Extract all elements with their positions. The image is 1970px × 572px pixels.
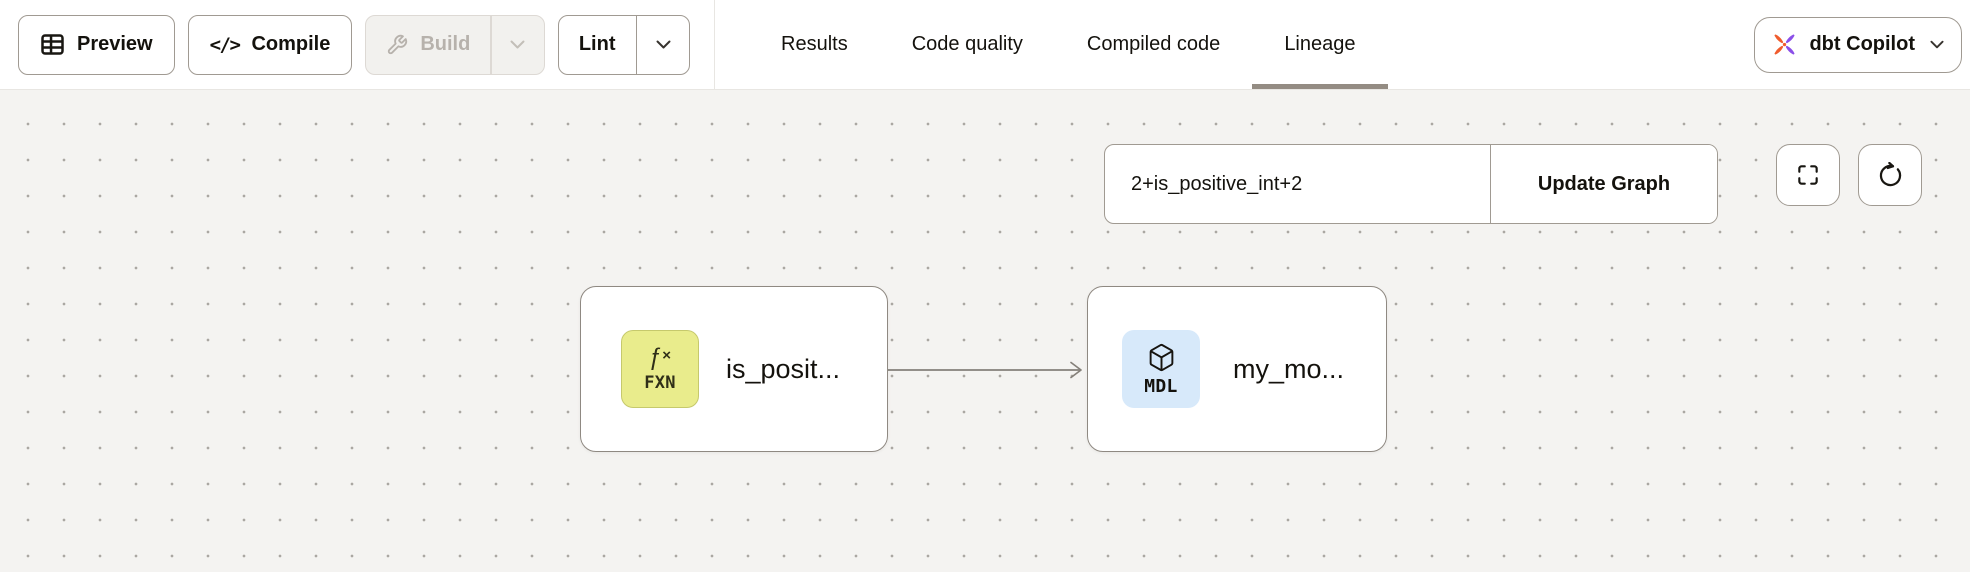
tab-results[interactable]: Results — [781, 33, 848, 55]
lint-split-button: Lint — [557, 14, 690, 75]
build-button-label: Build — [420, 33, 471, 55]
lineage-node-function[interactable]: ƒ× FXN is_posit... — [580, 286, 888, 452]
divider — [490, 15, 492, 74]
model-badge-label: MDL — [1144, 376, 1178, 397]
function-badge: ƒ× FXN — [621, 330, 699, 408]
lineage-node-model[interactable]: MDL my_mo... — [1087, 286, 1387, 452]
refresh-icon — [1877, 161, 1904, 189]
dbt-copilot-label: dbt Copilot — [1809, 33, 1915, 55]
code-icon: </> — [209, 33, 241, 56]
dbt-copilot-icon — [1771, 31, 1798, 58]
chevron-down-icon — [510, 40, 525, 49]
function-badge-label: FXN — [644, 372, 676, 393]
lineage-canvas[interactable]: Update Graph — [0, 90, 1970, 572]
toolbar-button-group: Preview </> Compile Build — [18, 0, 690, 89]
update-graph-button[interactable]: Update Graph — [1491, 145, 1717, 223]
tab-code-quality[interactable]: Code quality — [911, 33, 1023, 55]
lint-button[interactable]: Lint — [559, 16, 636, 74]
compile-button-label: Compile — [251, 33, 331, 55]
refresh-button[interactable] — [1858, 144, 1922, 206]
dbt-copilot-button[interactable]: dbt Copilot — [1754, 16, 1962, 73]
toolbar: Preview </> Compile Build — [0, 0, 1970, 90]
lint-dropdown-button[interactable] — [637, 16, 689, 74]
preview-button[interactable]: Preview — [18, 14, 175, 75]
function-fx-glyph: ƒ× — [648, 343, 672, 371]
lineage-edge — [888, 361, 1082, 379]
build-dropdown-button[interactable] — [492, 16, 544, 74]
tab-lineage[interactable]: Lineage — [1252, 0, 1388, 89]
cube-icon — [1147, 341, 1176, 372]
divider — [1489, 145, 1491, 223]
fullscreen-button[interactable] — [1776, 144, 1840, 206]
lineage-selector: Update Graph — [1104, 144, 1718, 224]
lineage-selector-input[interactable] — [1105, 145, 1490, 223]
wrench-icon — [386, 34, 408, 56]
fullscreen-icon — [1795, 162, 1821, 188]
toolbar-right-group: dbt Copilot — [1754, 0, 1970, 89]
node-label: my_mo... — [1233, 353, 1345, 384]
node-label: is_posit... — [726, 353, 841, 384]
divider — [635, 15, 637, 74]
chevron-down-icon — [1930, 40, 1944, 49]
compile-button[interactable]: </> Compile — [187, 14, 353, 75]
lint-button-label: Lint — [578, 33, 616, 55]
model-badge: MDL — [1122, 330, 1200, 408]
chevron-down-icon — [656, 40, 671, 49]
tab-compiled-code[interactable]: Compiled code — [1086, 33, 1221, 55]
preview-button-label: Preview — [77, 33, 153, 55]
build-button[interactable]: Build — [366, 16, 490, 74]
build-split-button: Build — [365, 14, 545, 75]
toolbar-divider — [714, 0, 715, 89]
table-icon — [40, 32, 65, 57]
result-tabs: Results Code quality Compiled code Linea… — [749, 0, 1388, 89]
